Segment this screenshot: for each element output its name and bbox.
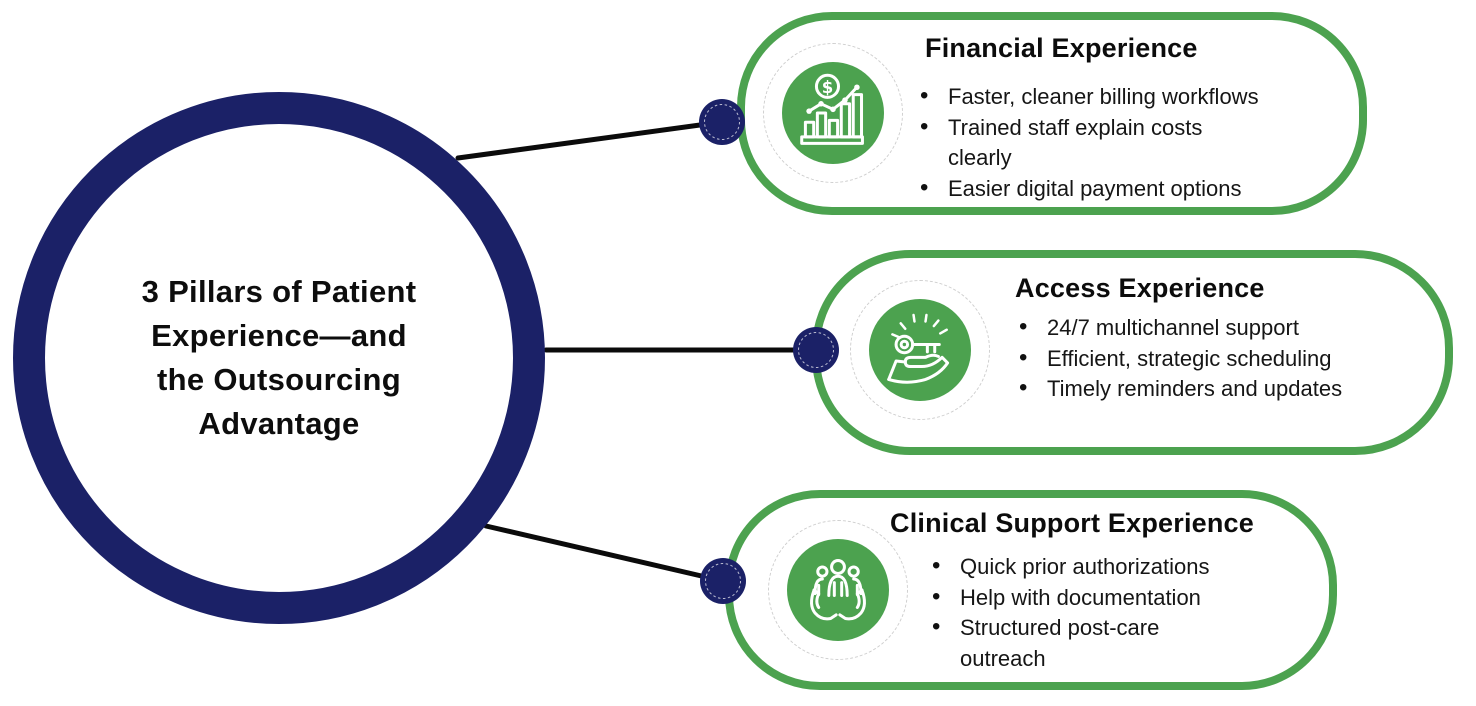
bullet-list-clinical: Quick prior authorizations Help with doc… <box>930 551 1209 674</box>
connector-line-financial <box>455 119 725 161</box>
connector-line-clinical <box>483 523 726 584</box>
icon-circle-access <box>869 299 971 401</box>
medallion-access <box>850 280 990 420</box>
hands-people-icon <box>792 544 884 636</box>
bullet-item: Efficient, strategic scheduling <box>1017 343 1342 375</box>
diagram-title: 3 Pillars of Patient Experience—and the … <box>141 274 417 441</box>
bullet-item: Help with documentation <box>930 582 1209 614</box>
hand-key-icon <box>874 304 966 396</box>
medallion-clinical <box>768 520 908 660</box>
bullet-item: Trained staff explain costs clearly <box>918 112 1259 174</box>
medallion-financial: $ <box>763 43 903 183</box>
bullet-item: Quick prior authorizations <box>930 551 1209 583</box>
icon-circle-clinical <box>787 539 889 641</box>
bullet-list-financial: Faster, cleaner billing workflows Traine… <box>918 81 1259 205</box>
bullet-item: Easier digital payment options <box>918 173 1259 205</box>
dollar-glyph: $ <box>822 78 834 97</box>
bar-chart-dollar-icon: $ <box>787 67 879 159</box>
bullet-item: Structured post-care outreach <box>930 612 1209 674</box>
icon-circle-financial: $ <box>782 62 884 164</box>
center-circle: 3 Pillars of Patient Experience—and the … <box>13 92 545 624</box>
card-title-financial: Financial Experience <box>925 33 1198 63</box>
bullet-item: 24/7 multichannel support <box>1017 312 1342 344</box>
bullet-item: Timely reminders and updates <box>1017 373 1342 405</box>
card-title-access: Access Experience <box>1015 273 1265 303</box>
card-title-clinical: Clinical Support Experience <box>890 508 1254 538</box>
bullet-list-access: 24/7 multichannel support Efficient, str… <box>1017 312 1342 405</box>
bullet-item: Faster, cleaner billing workflows <box>918 81 1259 113</box>
